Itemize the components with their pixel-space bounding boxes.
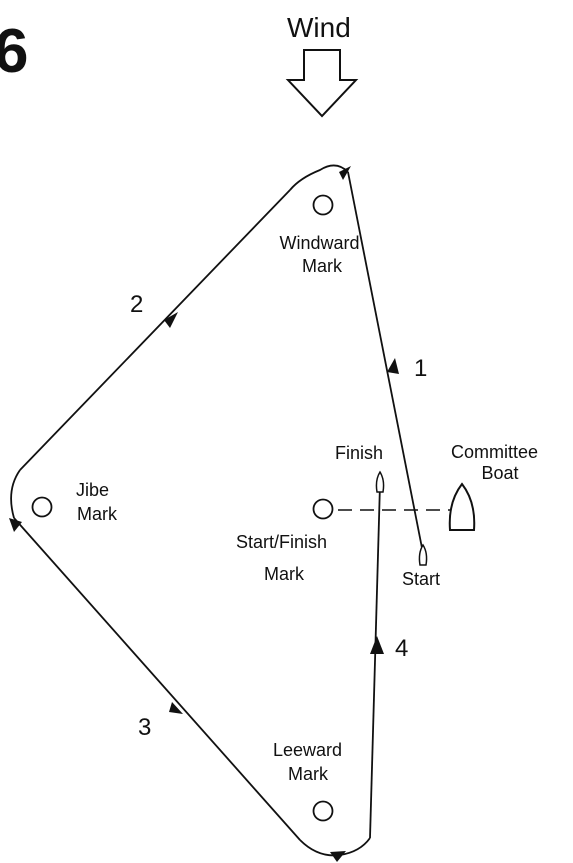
arrow-leg-4-icon — [370, 636, 384, 654]
start-finish-mark-label: Start/Finish Mark — [236, 532, 332, 584]
start-boat-icon — [418, 543, 428, 566]
leeward-mark-label: Leeward Mark — [273, 740, 347, 784]
leeward-mark-icon — [312, 800, 334, 822]
leg-2-line — [19, 189, 291, 471]
leg-2-number: 2 — [130, 291, 143, 318]
arrow-windward-icon — [339, 166, 351, 180]
leg-1-line — [347, 171, 423, 549]
wind-arrow-icon — [285, 49, 359, 118]
figure-number: 6 — [0, 17, 28, 86]
arrow-leg-1-icon — [387, 358, 399, 374]
committee-boat-icon — [448, 482, 476, 531]
arrow-leg-2-icon — [164, 312, 178, 328]
leg-3-line — [13, 517, 301, 841]
leg-4-number: 4 — [395, 635, 408, 662]
arrow-leg-3-icon — [169, 702, 183, 714]
finish-boat-icon — [375, 470, 385, 493]
direction-arrows — [9, 166, 399, 862]
leg-4-line — [369, 483, 381, 839]
windward-mark-label: Windward Mark — [279, 233, 364, 276]
jibe-rounding — [10, 469, 21, 519]
jibe-mark-label: Jibe Mark — [76, 480, 118, 524]
finish-label: Finish — [335, 443, 383, 463]
leg-3-number: 3 — [138, 714, 151, 741]
windward-rounding — [289, 164, 349, 191]
windward-mark-icon — [312, 194, 334, 216]
arrow-jibe-icon — [9, 518, 22, 532]
start-label: Start — [402, 569, 440, 589]
start-finish-mark-icon — [312, 498, 334, 520]
leg-1-number: 1 — [414, 355, 427, 382]
jibe-mark-icon — [31, 496, 53, 518]
arrow-leeward-icon — [330, 851, 346, 862]
committee-boat-label: Committee Boat — [451, 442, 543, 483]
wind-label: Wind — [287, 12, 351, 43]
